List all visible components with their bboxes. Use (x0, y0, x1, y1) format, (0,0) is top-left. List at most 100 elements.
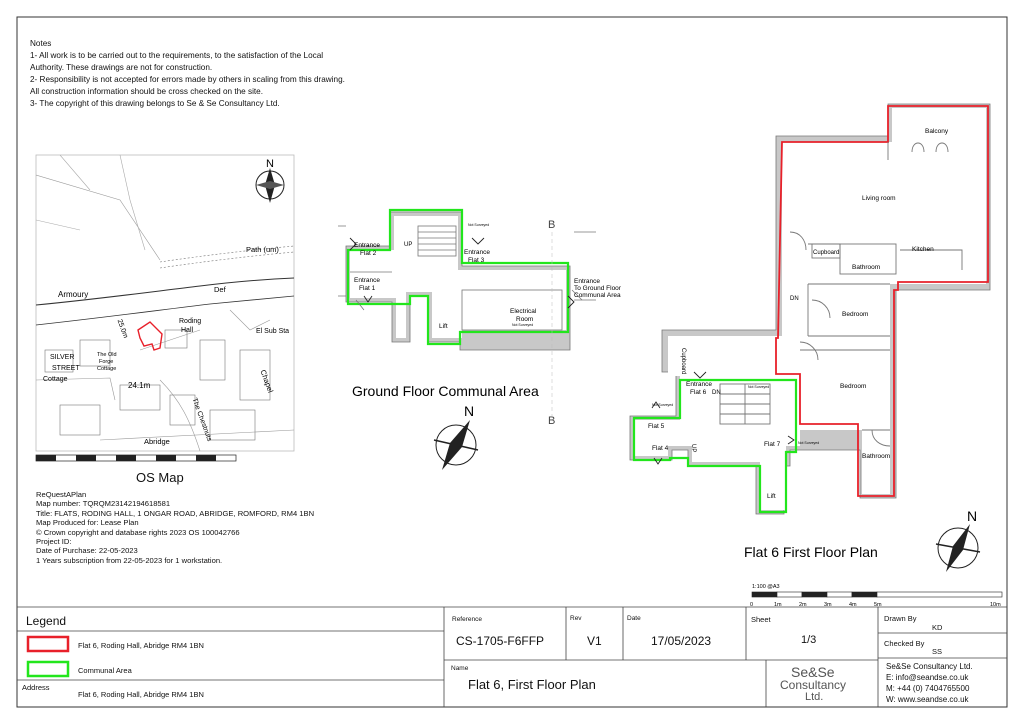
ff-label-living-room: Living room (862, 195, 896, 202)
ff-label-flat5: Flat 5 (648, 423, 665, 430)
os-label-path: Path (um) (246, 245, 279, 254)
ff-label-not-surveyed-5: Not Surveyed (652, 403, 673, 407)
legend-item-communal: Communal Area (78, 666, 132, 675)
gf-label-up: UP (404, 242, 412, 248)
scale-tick-0: 0 (750, 602, 753, 608)
notes-line-5: 3- The copyright of this drawing belongs… (30, 99, 280, 108)
os-label-el-sub-sta: El Sub Sta (256, 328, 289, 335)
os-map: N Path (um) Armoury Def 25.0m Roding Hal… (35, 154, 295, 462)
checked-by-label: Checked By (884, 639, 925, 648)
address-label: Address (22, 683, 50, 692)
address-value: Flat 6, Roding Hall, Abridge RM4 1BN (78, 690, 204, 699)
checked-by-value: SS (932, 647, 943, 656)
os-info-line-6: Project ID: (36, 537, 72, 547)
reference-value: CS-1705-F6FFP (456, 634, 545, 648)
gf-label-b-bottom: B (548, 415, 555, 427)
scale-tick-3: 3m (824, 602, 832, 608)
gf-label-entrance-gf-c: Communal Area (574, 292, 621, 299)
os-info-line-7: Date of Purchase: 22-05-2023 (36, 546, 138, 556)
reference-label: Reference (452, 616, 482, 623)
gf-label-entrance-flat2-a: Entrance (354, 242, 380, 249)
name-label: Name (451, 665, 469, 672)
ff-label-bathroom-bottom: Bathroom (862, 453, 890, 460)
gf-label-not-surveyed-room: Not Surveyed (512, 323, 533, 327)
ff-label-bedroom-2: Bedroom (840, 383, 866, 390)
ff-north-letter: N (967, 508, 977, 524)
gf-label-room: Room (516, 316, 533, 323)
first-floor-title: Flat 6 First Floor Plan (744, 544, 878, 560)
legend-title: Legend (26, 614, 67, 628)
company-email: E: info@seandse.co.uk (886, 673, 969, 682)
gf-label-entrance-gf-b: To Ground Floor (574, 285, 622, 292)
gf-label-entrance-gf-a: Entrance (574, 278, 600, 285)
ff-north-arrow (935, 524, 981, 572)
os-label-street: STREET (52, 365, 80, 372)
name-value: Flat 6, First Floor Plan (468, 677, 596, 692)
ff-label-flat4: Flat 4 (652, 445, 669, 452)
os-label-old-forge-2: Forge (99, 359, 113, 365)
ff-label-lift: Lift (767, 493, 776, 500)
gf-label-b-top: B (548, 219, 555, 231)
ground-floor-communal-outline (346, 208, 570, 346)
os-label-old-forge-1: The Old (97, 352, 117, 358)
notes-heading: Notes (30, 39, 52, 48)
os-label-height-24: 24.1m (128, 381, 151, 390)
rev-value: V1 (587, 634, 602, 648)
ff-label-dn-stairs: DN (712, 390, 721, 396)
os-info-line-2: Map number: TQRQM23142194618581 (36, 499, 171, 509)
gf-label-not-surveyed-top: Not Surveyed (468, 223, 489, 227)
scale-bar (751, 591, 1003, 598)
os-map-title: OS Map (136, 470, 184, 485)
drawn-by-value: KD (932, 623, 943, 632)
scale-tick-4: 4m (849, 602, 857, 608)
ff-label-cupboard: Cupboard (813, 250, 839, 256)
gf-north-arrow (433, 420, 479, 470)
gf-label-entrance-flat3-b: Flat 3 (468, 257, 485, 264)
ff-label-not-surveyed-6: Not Surveyed (748, 385, 769, 389)
ff-label-not-surveyed-7: Not Surveyed (798, 441, 819, 445)
logo-line-2: Consultancy (780, 678, 847, 692)
first-floor-plan: Balcony Living room Cupboard Kitchen Bat… (629, 103, 991, 572)
company-web: W: www.seandse.co.uk (886, 695, 969, 704)
sheet-value: 1/3 (801, 634, 817, 646)
first-floor-flat-outline (775, 105, 989, 497)
rev-label: Rev (570, 615, 582, 622)
os-label-abridge: Abridge (144, 437, 170, 446)
os-map-info: ReQuestAPlan Map number: TQRQM2314219461… (36, 490, 366, 565)
ff-label-bathroom-top: Bathroom (852, 264, 880, 271)
gf-label-entrance-flat3-a: Entrance (464, 249, 490, 256)
os-label-cottage: Cottage (43, 376, 68, 383)
date-value: 17/05/2023 (651, 634, 712, 648)
os-info-line-8: 1 Years subscription from 22-05-2023 for… (36, 555, 223, 565)
scale-bar-label: 1:100 @A3 (752, 584, 780, 590)
os-label-def: Def (214, 285, 227, 294)
ff-label-flat7: Flat 7 (764, 441, 781, 448)
scale-tick-1: 1m (774, 602, 782, 608)
scale-tick-10: 10m (990, 602, 1001, 608)
os-label-armoury: Armoury (58, 290, 88, 299)
ff-label-cupboard-side: Cupboard (680, 348, 686, 374)
gf-label-entrance-flat1-b: Flat 1 (359, 285, 376, 292)
ff-label-entrance-flat6-b: Flat 6 (690, 389, 707, 396)
scale-tick-2: 2m (799, 602, 807, 608)
os-info-line-1: ReQuestAPlan (36, 490, 87, 499)
title-block-grid (17, 606, 1007, 707)
ff-label-balcony: Balcony (925, 128, 949, 135)
notes-line-3: 2- Responsibility is not accepted for er… (30, 75, 345, 84)
os-label-hall: Hall (181, 327, 194, 334)
logo-line-3: Ltd. (805, 691, 824, 703)
os-subject-outline (137, 321, 163, 351)
gf-label-entrance-flat1-a: Entrance (354, 277, 380, 284)
legend-swatch-flat (26, 635, 70, 653)
first-floor-communal-outline (632, 378, 798, 514)
os-north-arrow (255, 168, 285, 203)
os-label-roding: Roding (179, 318, 201, 325)
ff-label-bedroom-1: Bedroom (842, 311, 868, 318)
ff-label-up: UP (690, 444, 696, 452)
notes-line-4: All construction information should be c… (30, 87, 264, 96)
sheet-border (16, 16, 1008, 708)
gf-label-entrance-flat2-b: Flat 2 (360, 250, 377, 257)
ff-label-dn-top: DN (790, 296, 799, 302)
ground-floor-plan: Entrance Flat 2 UP Entrance Flat 3 Entra… (338, 208, 622, 470)
os-label-silver: SILVER (50, 354, 74, 361)
